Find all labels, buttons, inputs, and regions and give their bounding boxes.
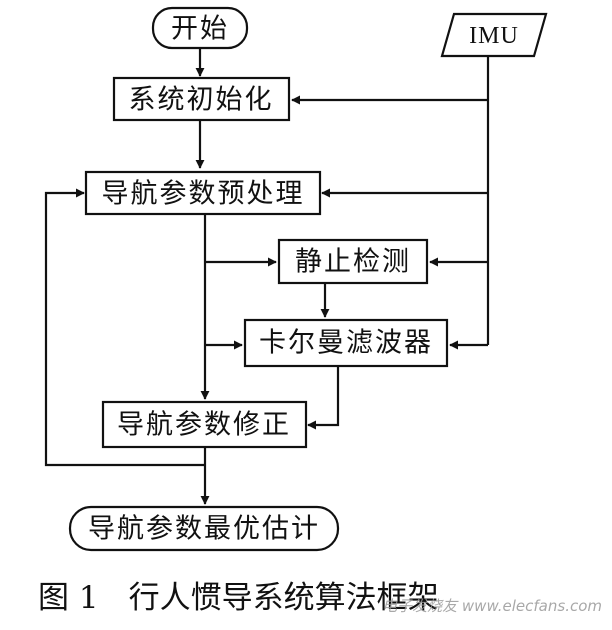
node-param-correction: 导航参数修正 xyxy=(101,400,308,449)
flowchart-diagram: 开始 IMU 系统初始化 导航参数预处理 静止检测 卡尔曼滤波器 导航参数修正 xyxy=(44,6,548,552)
node-preprocess: 导航参数预处理 xyxy=(84,170,322,216)
optimal-estimate-label: 导航参数最优估计 xyxy=(88,514,320,545)
start-label: 开始 xyxy=(171,14,229,45)
static-detection-label: 静止检测 xyxy=(295,247,411,278)
node-kalman-filter: 卡尔曼滤波器 xyxy=(243,318,449,368)
node-imu-input: IMU xyxy=(440,12,548,58)
imu-label: IMU xyxy=(469,23,519,49)
connector-lines xyxy=(44,48,490,505)
node-optimal-estimate: 导航参数最优估计 xyxy=(68,505,340,552)
system-init-label: 系统初始化 xyxy=(129,85,274,116)
figure-number: 图 1 xyxy=(38,580,99,616)
arrow-kalman-to-correction xyxy=(307,366,340,430)
feedback-loop-line xyxy=(44,188,205,467)
node-start: 开始 xyxy=(151,6,249,50)
kalman-filter-label: 卡尔曼滤波器 xyxy=(259,328,433,359)
node-static-detection: 静止检测 xyxy=(277,238,429,285)
preprocess-label: 导航参数预处理 xyxy=(102,179,305,210)
param-correction-label: 导航参数修正 xyxy=(117,410,291,441)
figure-title: 行人惯导系统算法框架 xyxy=(128,580,439,616)
node-system-init: 系统初始化 xyxy=(112,76,291,122)
figure-caption: 图 1 行人惯导系统算法框架 xyxy=(38,572,598,622)
watermark-text: 电子发烧友 www.elecfans.com xyxy=(382,597,602,615)
